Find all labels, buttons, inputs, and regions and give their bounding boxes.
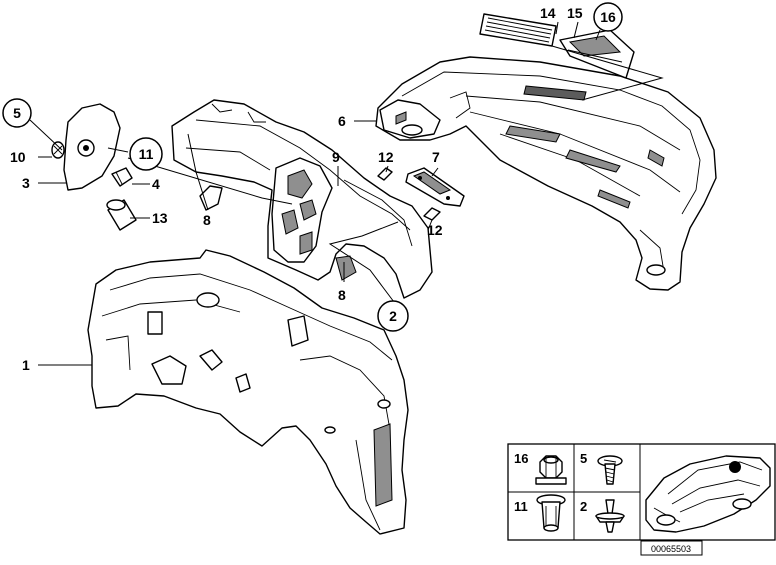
callout-6: 6: [338, 113, 346, 129]
callout-10: 10: [10, 149, 26, 165]
leader-lines: [29, 21, 601, 366]
inset-rivet-2: [595, 499, 625, 533]
callout-16: 16: [600, 9, 616, 25]
inset-label-2: 2: [580, 499, 587, 514]
location-marker: [729, 461, 741, 473]
part-1-side-trim: [87, 249, 409, 535]
inset-label-11: 11: [514, 499, 528, 514]
callout-4: 4: [152, 176, 160, 192]
inset-nut-16: [535, 455, 567, 485]
part-4-clip: [111, 167, 133, 187]
callout-circle-11: [129, 137, 163, 171]
callout-8-lower: 8: [338, 287, 346, 303]
callout-2: 2: [389, 308, 397, 324]
part-6-rear-panel: [375, 56, 717, 291]
callout-labels: 5 10 3 4 13 11 8 6 9 12 7 12 8 2 1 14 15…: [2, 2, 623, 373]
car-location-icon: [645, 455, 771, 533]
part-9-console-trim: [171, 99, 433, 299]
callout-5: 5: [13, 105, 21, 121]
callout-circle-5: [2, 98, 32, 128]
inset-legend: 16 5 11 2: [507, 443, 776, 541]
leader-14-15: [551, 45, 664, 101]
part-12-clip-upper: [377, 167, 393, 181]
part-8-clip-upper: [199, 185, 223, 211]
reference-number: 00065503: [651, 544, 691, 554]
inset-grommet-11: [536, 494, 566, 532]
part-12-clip-lower: [423, 207, 441, 221]
inset-label-16: 16: [514, 451, 528, 466]
callout-circle-16: [593, 2, 623, 32]
callout-13: 13: [152, 210, 168, 226]
callout-12-upper: 12: [378, 149, 394, 165]
callout-12-lower: 12: [427, 222, 443, 238]
callout-8-upper: 8: [203, 212, 211, 228]
callout-11: 11: [139, 146, 154, 162]
inset-screw-5: [597, 455, 623, 485]
callout-3: 3: [22, 175, 30, 191]
reference-number-box: 00065503: [640, 540, 703, 556]
part-3-cover-plate: [63, 103, 121, 191]
callout-circle-2: [377, 300, 409, 332]
callout-1: 1: [22, 357, 30, 373]
inset-label-5: 5: [580, 451, 587, 466]
callout-7: 7: [432, 149, 440, 165]
part-7-bracket: [405, 167, 465, 207]
callout-15: 15: [567, 5, 583, 21]
part-13-rubber-plug: [106, 199, 137, 231]
part-15-vent-cover: [559, 29, 635, 79]
part-10-screw: [51, 141, 65, 159]
callout-9: 9: [332, 149, 340, 165]
callout-14: 14: [540, 5, 556, 21]
